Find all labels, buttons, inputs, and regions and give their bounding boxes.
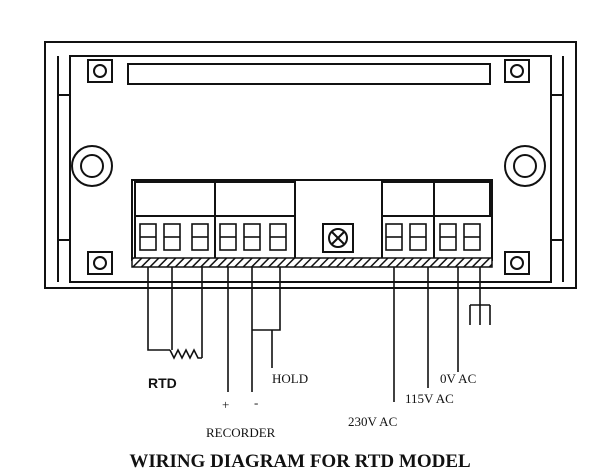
adjust-screw: [322, 223, 354, 253]
v115-ac-label: 115V AC: [405, 391, 454, 406]
right-bracket: [551, 56, 564, 282]
terminal-block-right: [381, 181, 491, 260]
screw-top-left: [87, 59, 113, 83]
screw-top-right: [504, 59, 530, 83]
rtd-resistor: [169, 348, 202, 360]
terminal-recess: [131, 179, 493, 261]
v0-ac-label: 0V AC: [440, 371, 477, 386]
display-window: [127, 63, 491, 85]
diagram-title: WIRING DIAGRAM FOR RTD MODEL: [129, 451, 471, 472]
terminal-base-strip: [131, 257, 493, 268]
inner-panel: [69, 55, 552, 283]
hold-label: HOLD: [272, 371, 309, 386]
recorder-plus-label: +: [222, 397, 230, 412]
rtd-wire-1: [147, 267, 170, 351]
recorder-label: RECORDER: [206, 425, 276, 440]
screw-bottom-right: [504, 251, 530, 275]
mount-hole-left: [71, 145, 113, 187]
left-bracket: [57, 56, 70, 282]
mount-hole-right: [504, 145, 546, 187]
ground-icon: [469, 267, 491, 325]
v230-ac-label: 230V AC: [348, 414, 398, 429]
screw-bottom-left: [87, 251, 113, 275]
outer-housing: [44, 41, 577, 289]
terminal-block-left: [134, 181, 296, 260]
hold-wire-loop: [252, 267, 281, 368]
recorder-minus-label: -: [254, 395, 259, 410]
terminal-slots: [139, 223, 481, 251]
rtd-label: RTD: [148, 375, 177, 391]
